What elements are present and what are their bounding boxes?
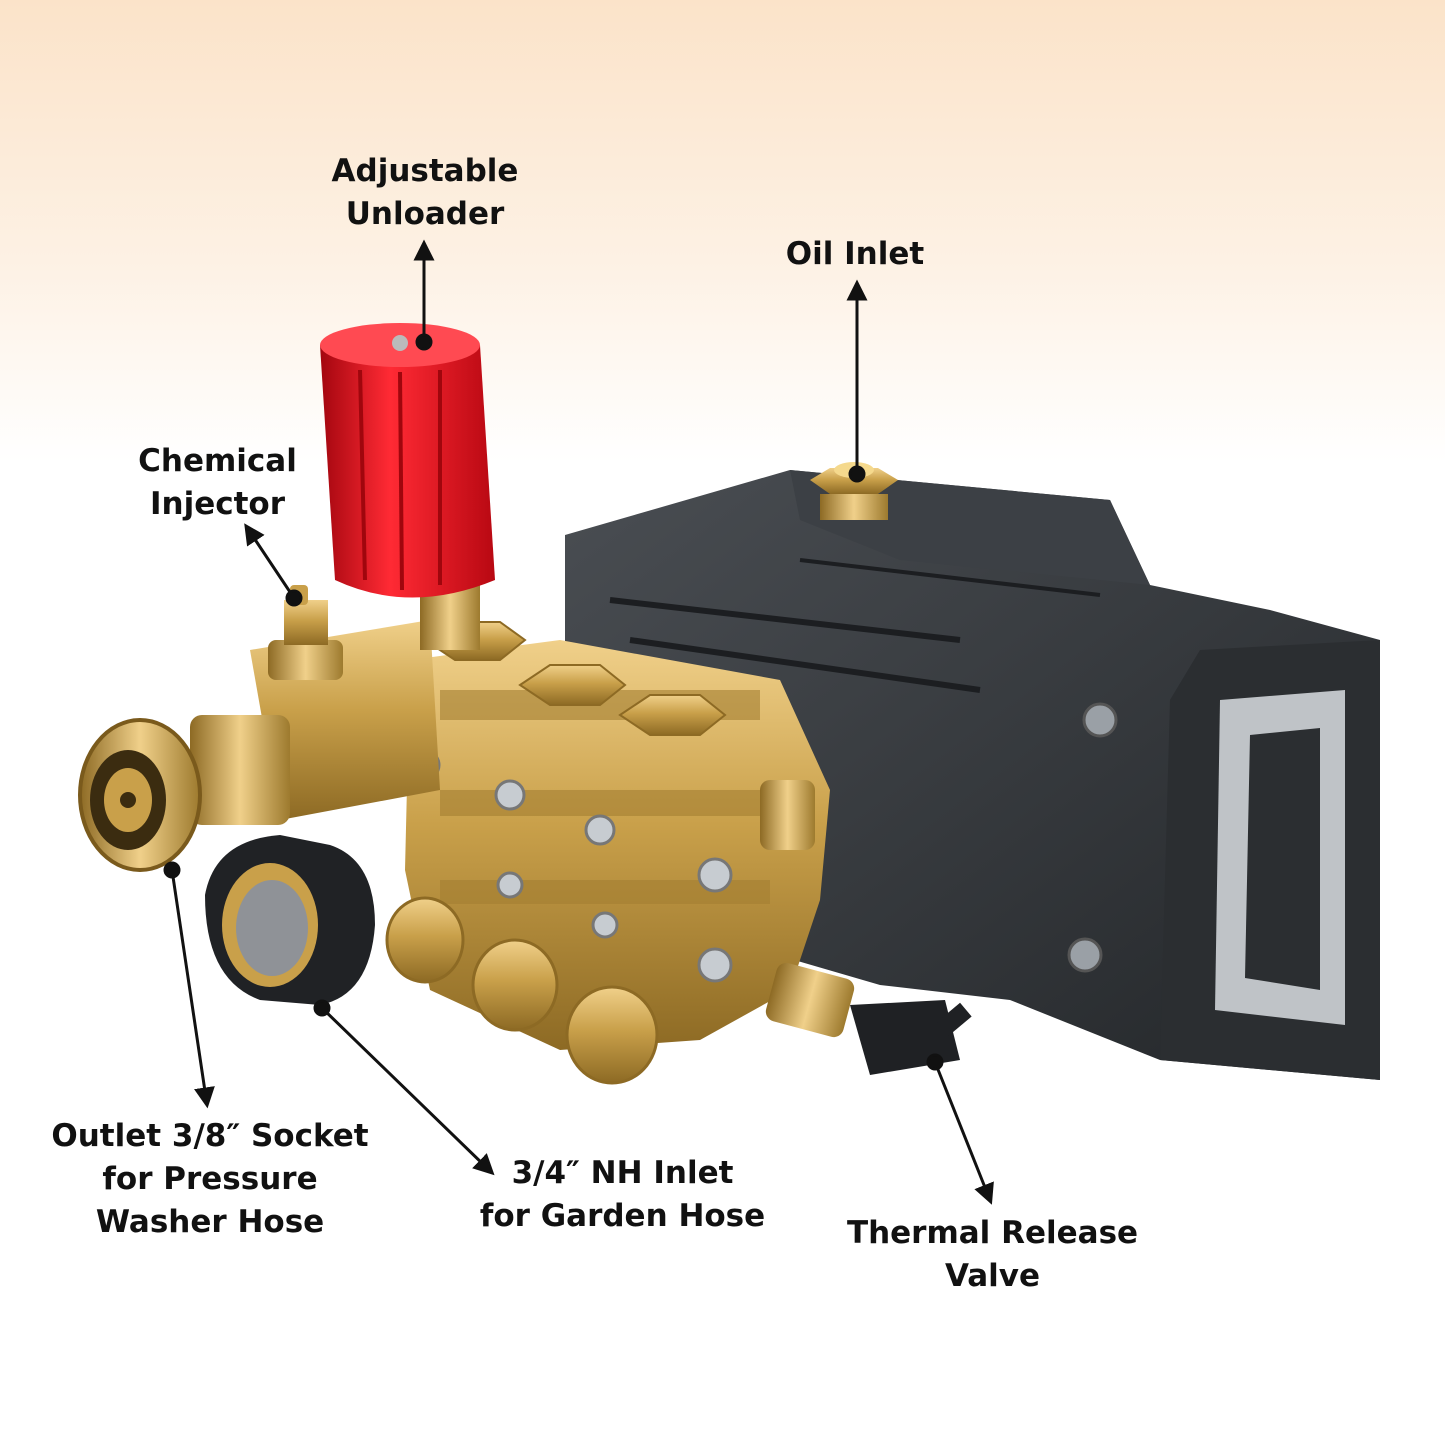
label-adjustable-unloader: Adjustable Unloader xyxy=(300,150,550,236)
arrow-outlet xyxy=(170,869,215,1109)
label-line: Adjustable xyxy=(331,153,519,189)
arrow-chemical-injector xyxy=(244,523,296,599)
label-nh-inlet: 3/4″ NH Inlet for Garden Hose xyxy=(470,1152,775,1238)
garden-hose-inlet-knob xyxy=(205,835,375,1005)
label-line: Outlet 3/8″ Socket xyxy=(51,1118,369,1154)
label-line: 3/4″ NH Inlet xyxy=(511,1155,734,1191)
label-line: Valve xyxy=(944,1258,1041,1294)
label-thermal-release: Thermal Release Valve xyxy=(845,1212,1140,1298)
outlet-coupler xyxy=(78,620,440,872)
label-outlet-socket: Outlet 3/8″ Socket for Pressure Washer H… xyxy=(40,1115,380,1244)
label-line: Injector xyxy=(149,486,286,522)
chemical-injector-barb xyxy=(268,585,343,680)
label-line: Washer Hose xyxy=(95,1204,325,1240)
label-line: Unloader xyxy=(345,196,505,232)
arrow-thermal-release xyxy=(933,1061,994,1205)
label-line: Chemical xyxy=(138,443,297,479)
mounting-flange xyxy=(1067,640,1380,1080)
brass-manifold xyxy=(385,621,830,1085)
unloader-cap xyxy=(320,323,495,650)
callout-arrows xyxy=(163,239,994,1205)
label-line: Thermal Release xyxy=(846,1215,1139,1251)
label-oil-inlet: Oil Inlet xyxy=(740,233,970,276)
label-chemical-injector: Chemical Injector xyxy=(110,440,325,526)
label-line: for Pressure xyxy=(102,1161,318,1197)
label-line: for Garden Hose xyxy=(479,1198,766,1234)
label-line: Oil Inlet xyxy=(785,236,925,272)
arrow-nh-inlet xyxy=(320,1006,495,1176)
